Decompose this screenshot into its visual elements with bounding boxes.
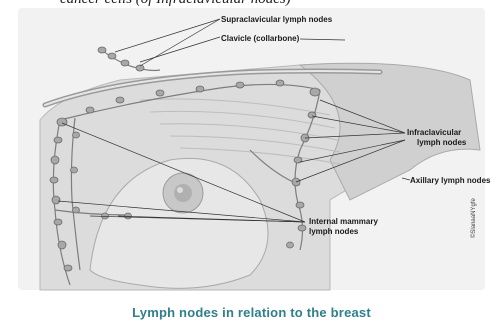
illustration-credit: ©SlanaaNYgfe — [471, 178, 479, 238]
label-infraclavicular-1: Infraclavicular — [407, 128, 461, 137]
label-clavicle: Clavicle (collarbone) — [221, 34, 299, 43]
label-internal-mammary-1: Internal mammary — [309, 217, 378, 226]
label-internal-mammary-2: lymph nodes — [309, 227, 358, 236]
label-infraclavicular-2: lymph nodes — [417, 138, 466, 147]
label-supraclavicular: Supraclavicular lymph nodes — [221, 15, 332, 24]
figure-caption: Lymph nodes in relation to the breast — [0, 305, 503, 320]
